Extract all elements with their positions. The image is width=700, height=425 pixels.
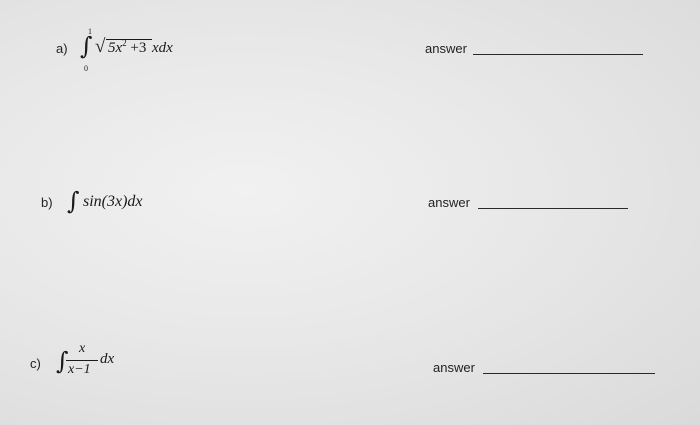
problem-b-integral-sign: ∫ [67,187,80,215]
problem-a-exponent: 2 [122,38,127,48]
problem-c-label: c) [30,356,41,371]
problem-a-integrand-tail: xdx [152,40,173,56]
problem-a-answer-label: answer [425,41,467,56]
problem-c-differential: dx [100,351,115,367]
problem-b-answer-label: answer [428,195,470,210]
problem-a-label: a) [56,41,68,56]
problem-a-answer-line[interactable] [473,54,643,55]
problem-c-answer-line[interactable] [483,373,655,374]
problem-c-fraction-bar [66,360,98,361]
problem-c-numerator: x [79,341,86,356]
problem-c-answer-label: answer [433,360,475,375]
problem-a-radicand: 5x2 +3 [108,38,147,57]
problem-a-upper-limit: 1 [88,27,92,36]
problem-a-radical-bar [106,39,152,40]
problem-c-denominator: x−1 [68,362,91,377]
problem-a-integral-sign: ∫ [80,32,93,60]
problem-b-label: b) [41,195,53,210]
problem-c-integral-sign: ∫ [56,347,69,375]
problem-a-radicand-rest: +3 [126,40,147,56]
problem-b-expression: sin(3x)dx [83,193,143,210]
problem-a-radicand-base: 5x [108,40,123,56]
problem-a-lower-limit: 0 [84,64,88,73]
problem-a-radical-sign: √ [95,36,106,57]
problem-b-answer-line[interactable] [478,208,628,209]
